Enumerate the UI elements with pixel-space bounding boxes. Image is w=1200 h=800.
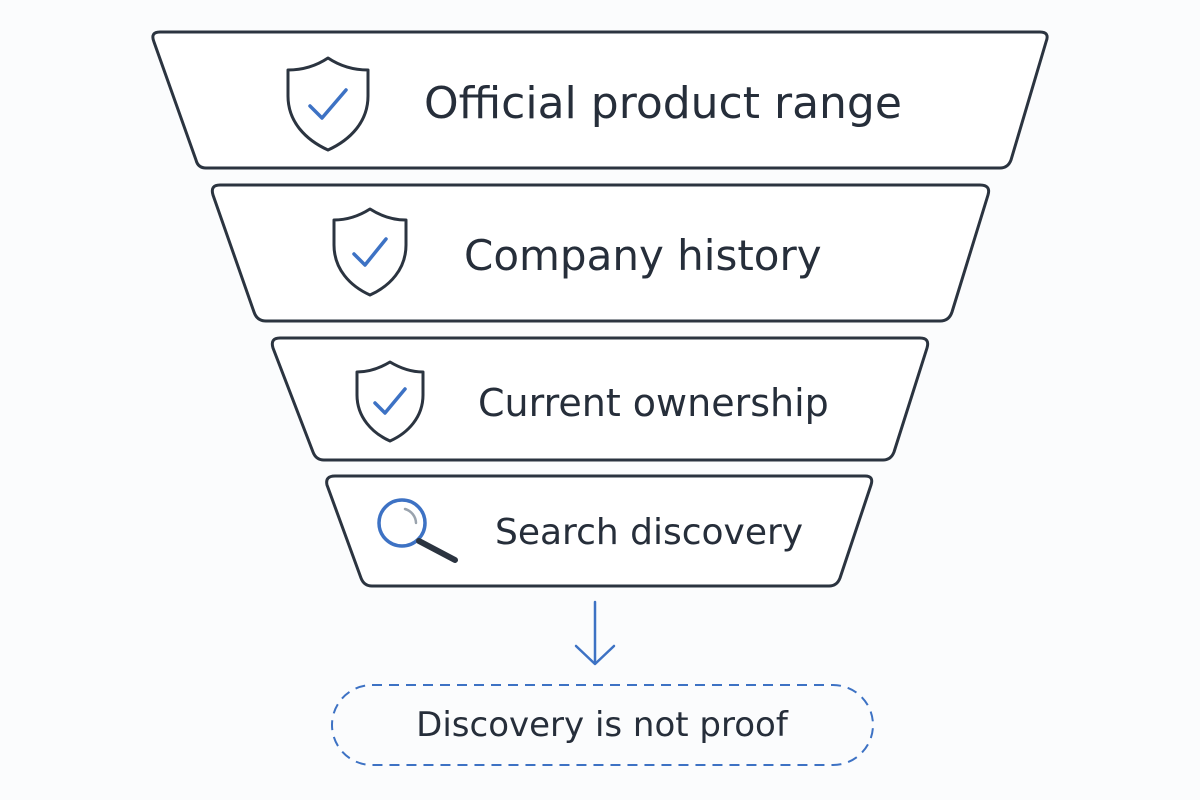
shield-check-icon [355, 360, 425, 443]
shield-check-icon [286, 56, 370, 152]
funnel-tier-1: Official product range [151, 30, 1049, 170]
pill-outline [331, 684, 874, 766]
shield-check-icon [332, 207, 408, 297]
funnel-tier-4: Search discovery [325, 474, 874, 588]
funnel-tier-shape [270, 336, 930, 462]
funnel-tier-shape [325, 474, 874, 588]
conclusion-pill: Discovery is not proof [331, 684, 874, 766]
tier-label: Search discovery [495, 512, 803, 553]
tier-label: Company history [464, 231, 822, 280]
tier-label: Official product range [424, 78, 902, 129]
tier-label: Current ownership [478, 381, 829, 425]
funnel-tier-2: Company history [210, 183, 991, 323]
funnel-tier-3: Current ownership [270, 336, 930, 462]
funnel-tier-shape [151, 30, 1049, 170]
magnifying-glass-icon [377, 498, 458, 563]
arrow-down-icon [574, 600, 616, 666]
conclusion-label: Discovery is not proof [416, 705, 789, 745]
